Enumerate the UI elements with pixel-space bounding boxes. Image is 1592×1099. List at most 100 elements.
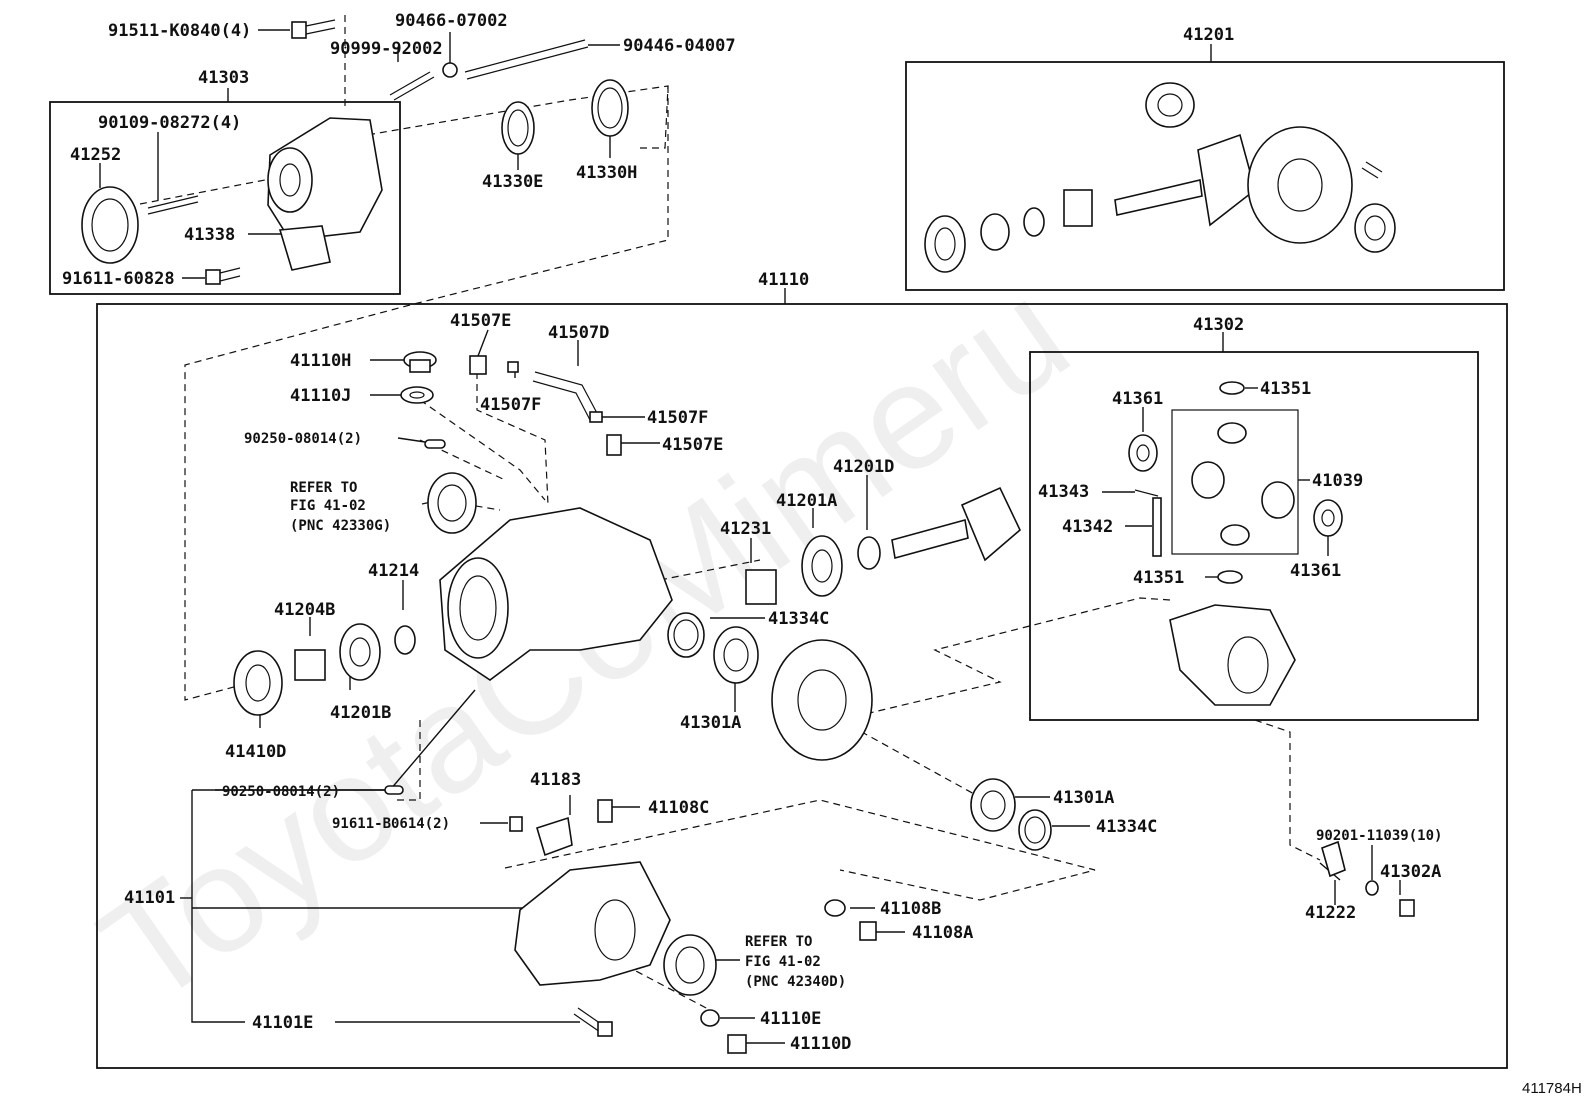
label-41351-top: 41351	[1260, 379, 1311, 399]
plug-41108A-part	[859, 921, 877, 941]
washer-90201-part	[1365, 880, 1379, 896]
label-90250a: 90250-08014(2)	[244, 431, 362, 447]
label-41507F-left: 41507F	[480, 395, 541, 415]
label-91611a: 91611-60828	[62, 269, 175, 289]
box-41110	[96, 303, 1508, 1069]
dashed-line	[659, 559, 761, 581]
shim-41330E-part	[501, 101, 535, 155]
washer-41361-right-part	[1313, 499, 1343, 537]
label-41201A: 41201A	[776, 491, 837, 511]
box-41039	[1171, 409, 1299, 555]
label-41204B: 41204B	[274, 600, 335, 620]
bolt-41101E-part	[573, 1007, 613, 1037]
label-41110E: 41110E	[760, 1009, 821, 1029]
label-41361-right: 41361	[1290, 561, 1341, 581]
dashed-line	[839, 597, 1171, 721]
plug-41110H-part	[403, 351, 437, 373]
nut-41214-part	[394, 625, 416, 655]
label-91511: 91511-K0840(4)	[108, 21, 251, 41]
label-41361-left: 41361	[1112, 389, 1163, 409]
dashed-line	[504, 799, 1096, 901]
label-41338: 41338	[184, 225, 235, 245]
label-41110: 41110	[758, 270, 809, 290]
leader-line	[191, 790, 245, 1023]
bolt-part	[205, 267, 241, 285]
washer-41351-bot-part	[1217, 570, 1243, 584]
seal-41410D-part	[233, 650, 283, 716]
washer-41361-left-part	[1128, 434, 1158, 472]
tube-part	[464, 39, 589, 80]
figure-id: 411784H	[1522, 1080, 1582, 1097]
dashed-line	[395, 720, 421, 801]
refer1-line3: (PNC 42330G)	[290, 518, 391, 534]
gasket-41110E-part	[700, 1009, 720, 1027]
bolt-41302A-part	[1399, 899, 1415, 917]
pin-90250-b-part	[384, 785, 404, 795]
label-41201B: 41201B	[330, 703, 391, 723]
label-90466: 90466-07002	[395, 11, 508, 31]
plug-41110D-part	[727, 1034, 747, 1054]
washer-41201D-part	[857, 536, 881, 570]
hose-part	[389, 71, 435, 101]
label-41507E-top: 41507E	[450, 311, 511, 331]
label-41039: 41039	[1312, 471, 1363, 491]
label-41342: 41342	[1062, 517, 1113, 537]
breather-41507F-part	[507, 361, 519, 373]
label-41302A: 41302A	[1380, 862, 1441, 882]
bearing-41301A-part	[713, 626, 759, 684]
leader-line	[397, 437, 426, 443]
pin-41343-part	[1134, 489, 1159, 497]
bracket-41222-part	[1321, 840, 1346, 878]
leader-line	[477, 329, 489, 357]
refer1-line2: FIG 41-02	[290, 498, 366, 514]
label-41110H: 41110H	[290, 351, 351, 371]
bolt-91611-b-part	[509, 816, 523, 832]
gasket-41108B-part	[824, 899, 846, 917]
label-90250b: 90250-08014(2)	[222, 784, 340, 800]
label-41231: 41231	[720, 519, 771, 539]
oil-seal-b-part	[663, 934, 717, 996]
carrier-housing-part	[439, 507, 673, 681]
bracket-41183-part	[536, 816, 573, 857]
label-41410D: 41410D	[225, 742, 286, 762]
label-41351-bot: 41351	[1133, 568, 1184, 588]
dashed-line	[184, 86, 669, 701]
housing-41303-part	[267, 117, 383, 241]
label-41507D: 41507D	[548, 323, 609, 343]
breather-41507E-part	[469, 355, 487, 375]
ring-gear-part	[771, 639, 873, 761]
refer2-line3: (PNC 42340D)	[745, 974, 846, 990]
oil-seal-part	[427, 472, 477, 534]
ring-pinion-41201-part	[924, 82, 1396, 273]
box-41303	[49, 101, 401, 295]
clip-part	[442, 62, 458, 78]
spacer-41204B-part	[294, 649, 326, 681]
bearing-41201A-part	[801, 535, 843, 597]
plug-41108C-part	[597, 799, 613, 823]
label-41101: 41101	[124, 888, 175, 908]
dashed-line	[476, 372, 549, 506]
pinion-gears-41039-part	[1191, 422, 1295, 546]
bracket-41338-part	[278, 225, 331, 271]
label-90201: 90201-11039(10)	[1316, 828, 1442, 844]
refer2-line1: REFER TO	[745, 934, 812, 950]
label-41214: 41214	[368, 561, 419, 581]
label-41110D: 41110D	[790, 1034, 851, 1054]
label-41108C: 41108C	[648, 798, 709, 818]
breather-41507E-right-part	[606, 434, 622, 456]
label-41334C-a: 41334C	[768, 609, 829, 629]
label-41343: 41343	[1038, 482, 1089, 502]
box-41302	[1029, 351, 1479, 721]
bearing-41301A-b-part	[970, 778, 1016, 832]
label-41110J: 41110J	[290, 386, 351, 406]
label-41108A: 41108A	[912, 923, 973, 943]
label-41222: 41222	[1305, 903, 1356, 923]
diff-case-part	[1169, 604, 1296, 706]
label-41301A-a: 41301A	[680, 713, 741, 733]
hose-41507D-part	[532, 371, 599, 421]
label-90109: 90109-08272(4)	[98, 113, 241, 133]
spacer-41231-part	[745, 569, 777, 605]
box-41201	[905, 61, 1505, 291]
bearing-41201B-part	[339, 623, 381, 681]
label-41330H: 41330H	[576, 163, 637, 183]
